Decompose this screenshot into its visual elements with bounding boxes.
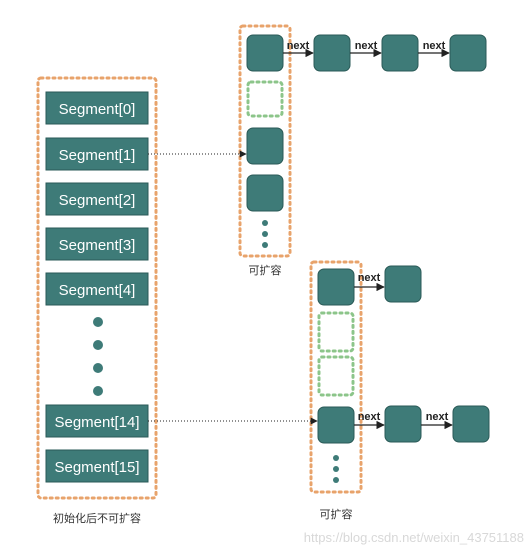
segment-1: Segment[1] (45, 137, 149, 171)
watermark: https://blog.csdn.net/weixin_43751188 (304, 530, 524, 545)
lower-table-frame (309, 260, 363, 494)
lower-node-1 (384, 265, 422, 303)
next-label: next (423, 40, 446, 52)
upper-node-1 (313, 34, 351, 72)
segment-label: Segment[0] (59, 101, 136, 118)
next-label: next (426, 411, 449, 423)
lower-node-3 (452, 405, 490, 443)
segment-0: Segment[0] (45, 91, 149, 125)
segment-ellipsis (93, 317, 103, 396)
segment-2: Segment[2] (45, 182, 149, 216)
upper-node-2 (381, 34, 419, 72)
upper-slot-2 (246, 127, 284, 165)
segment-label: Segment[3] (59, 237, 136, 254)
segment-label: Segment[15] (54, 459, 139, 476)
segment-14: Segment[14] (45, 404, 149, 438)
upper-node-3 (449, 34, 487, 72)
segment-array-frame (36, 76, 158, 500)
next-label: next (287, 40, 310, 52)
upper-slot-empty (246, 80, 284, 118)
next-label: next (355, 40, 378, 52)
upper-slot-0 (246, 34, 284, 72)
segment-15: Segment[15] (45, 449, 149, 483)
segment-4: Segment[4] (45, 272, 149, 306)
upper-table-caption: 可扩容 (249, 263, 282, 277)
segment-label: Segment[14] (54, 414, 139, 431)
upper-table-frame (238, 24, 292, 258)
segment-label: Segment[1] (59, 147, 136, 164)
segment-array-caption: 初始化后不可扩容 (53, 511, 141, 525)
segment-label: Segment[4] (59, 282, 136, 299)
next-label: next (358, 411, 381, 423)
segment-3: Segment[3] (45, 227, 149, 261)
lower-table-caption: 可扩容 (320, 507, 353, 521)
lower-slot-empty (317, 355, 355, 397)
lower-slot-3 (317, 406, 355, 444)
next-label: next (358, 272, 381, 284)
lower-node-2 (384, 405, 422, 443)
lower-slot-ellipsis (333, 455, 339, 483)
lower-slot-0 (317, 268, 355, 306)
upper-slot-ellipsis (262, 220, 268, 248)
upper-slot-3 (246, 174, 284, 212)
segment-label: Segment[2] (59, 192, 136, 209)
lower-slot-empty (317, 311, 355, 353)
